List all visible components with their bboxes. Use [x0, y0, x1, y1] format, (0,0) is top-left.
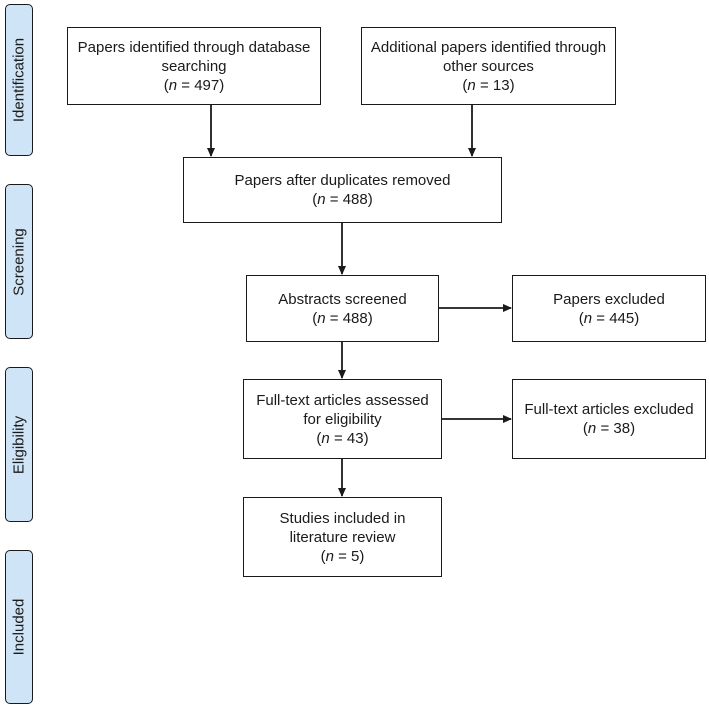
box-other-sources: Additional papers identified through oth… [361, 27, 616, 105]
stage-tab-included: Included [5, 550, 33, 704]
box-abstracts-screened-text: Abstracts screened [278, 290, 407, 308]
box-papers-excluded-count: (n = 445) [578, 309, 640, 327]
stage-label-eligibility: Eligibility [10, 415, 28, 474]
box-abstracts-screened-count: (n = 488) [312, 309, 373, 327]
stage-label-included: Included [10, 598, 28, 656]
box-fulltext-excluded-count: (n = 38) [582, 420, 636, 437]
box-duplicates-removed-count: (n = 488) [312, 191, 373, 208]
box-fulltext-assessed-count: (n = 43) [316, 429, 369, 447]
stage-tab-screening: Screening [5, 184, 33, 339]
box-duplicates-removed: Papers after duplicates removed (n = 488… [183, 157, 502, 223]
box-fulltext-excluded: Full-text articles excluded (n = 38) [512, 379, 706, 459]
box-database-search: Papers identified through database searc… [67, 27, 321, 105]
box-fulltext-excluded-text: Full-text articles excluded [524, 401, 694, 418]
box-papers-excluded-text: Papers excluded [553, 290, 665, 308]
box-database-search-count: (n = 497) [163, 76, 225, 94]
box-other-sources-count: (n = 13) [462, 76, 515, 94]
stage-tab-eligibility: Eligibility [5, 367, 33, 522]
box-studies-included-count: (n = 5) [320, 547, 365, 565]
box-studies-included-text: Studies included in literature review [279, 509, 406, 546]
box-fulltext-assessed-text: Full-text articles assessed for eligibil… [256, 391, 429, 428]
box-other-sources-text: Additional papers identified through oth… [370, 38, 607, 75]
box-database-search-text: Papers identified through database searc… [77, 38, 311, 75]
box-papers-excluded: Papers excluded (n = 445) [512, 275, 706, 342]
box-duplicates-removed-text: Papers after duplicates removed [234, 172, 451, 189]
stage-tab-identification: Identification [5, 4, 33, 156]
stage-label-screening: Screening [10, 227, 28, 296]
stage-label-identification: Identification [10, 37, 28, 123]
box-fulltext-assessed: Full-text articles assessed for eligibil… [243, 379, 442, 459]
box-studies-included: Studies included in literature review (n… [243, 497, 442, 577]
box-abstracts-screened: Abstracts screened (n = 488) [246, 275, 439, 342]
